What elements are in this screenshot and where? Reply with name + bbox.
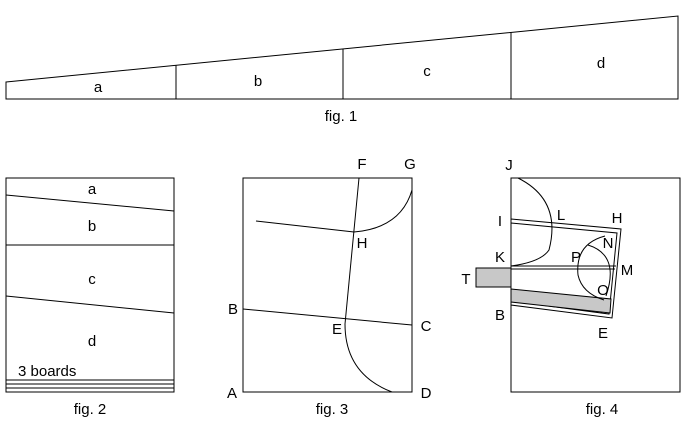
- fig1-label-d: d: [597, 55, 605, 72]
- fig4-arc-L: [510, 177, 553, 267]
- fig3-upper-line: [255, 220, 355, 233]
- fig1: a b c d fig. 1: [5, 15, 679, 125]
- fig2-seam-cd: [5, 295, 175, 314]
- fig1-label-c: c: [423, 63, 431, 80]
- fig3-arc-H: [353, 189, 413, 233]
- fig4-arc-O: [587, 244, 611, 297]
- fig3: F G H B C E A D fig. 3: [227, 156, 432, 418]
- fig4-point-H: H: [612, 210, 623, 227]
- fig1-caption: fig. 1: [325, 108, 358, 125]
- fig4-caption: fig. 4: [586, 401, 619, 418]
- fig3-caption: fig. 3: [316, 401, 349, 418]
- fig3-point-A: A: [227, 385, 237, 402]
- fig4-point-J: J: [505, 157, 513, 174]
- fig4-point-N: N: [603, 235, 614, 252]
- fig3-point-B: B: [228, 301, 238, 318]
- fig3-point-G: G: [404, 156, 416, 173]
- fig4-point-L: L: [557, 207, 565, 224]
- fig3-point-C: C: [421, 318, 432, 335]
- fig2-caption: fig. 2: [74, 401, 107, 418]
- fig3-point-D: D: [421, 385, 432, 402]
- fig4-point-O: O: [597, 282, 609, 299]
- fig1-tapered-board: [5, 15, 679, 100]
- fig3-arc-E: [344, 323, 393, 393]
- fig2-label-d: d: [88, 333, 96, 350]
- fig4-point-K: K: [495, 249, 505, 266]
- fig4-point-T: T: [461, 271, 470, 288]
- fig2-frame: [5, 177, 175, 393]
- fig3-point-E: E: [332, 321, 342, 338]
- fig3-point-F: F: [357, 156, 366, 173]
- fig3-point-H: H: [357, 235, 368, 252]
- fig2: a b c d 3 boards fig. 2: [5, 177, 175, 418]
- fig2-label-a: a: [88, 181, 97, 198]
- fig2-label-c: c: [88, 271, 96, 288]
- fig1-label-b: b: [254, 73, 262, 90]
- fig4: J I L H N K P M T O B E fig. 4: [461, 157, 681, 418]
- fig4-arc-PN: [577, 235, 606, 301]
- fig4-point-M: M: [621, 262, 634, 279]
- fig3-frame: [242, 177, 413, 393]
- fig4-board-T: [475, 267, 512, 288]
- fig2-boards-label: 3 boards: [18, 363, 76, 380]
- fig3-line-BC: [242, 308, 413, 326]
- fig1-label-a: a: [94, 79, 103, 96]
- fig3-line-FE: [344, 177, 360, 325]
- fig4-point-E: E: [598, 325, 608, 342]
- fig2-label-b: b: [88, 218, 96, 235]
- fig2-seam-ab: [5, 194, 175, 212]
- fig4-point-B: B: [495, 307, 505, 324]
- fig4-frame: [510, 177, 681, 393]
- fig4-board-bottom: [510, 288, 612, 314]
- fig4-point-I: I: [498, 213, 502, 230]
- fig4-point-P: P: [571, 249, 581, 266]
